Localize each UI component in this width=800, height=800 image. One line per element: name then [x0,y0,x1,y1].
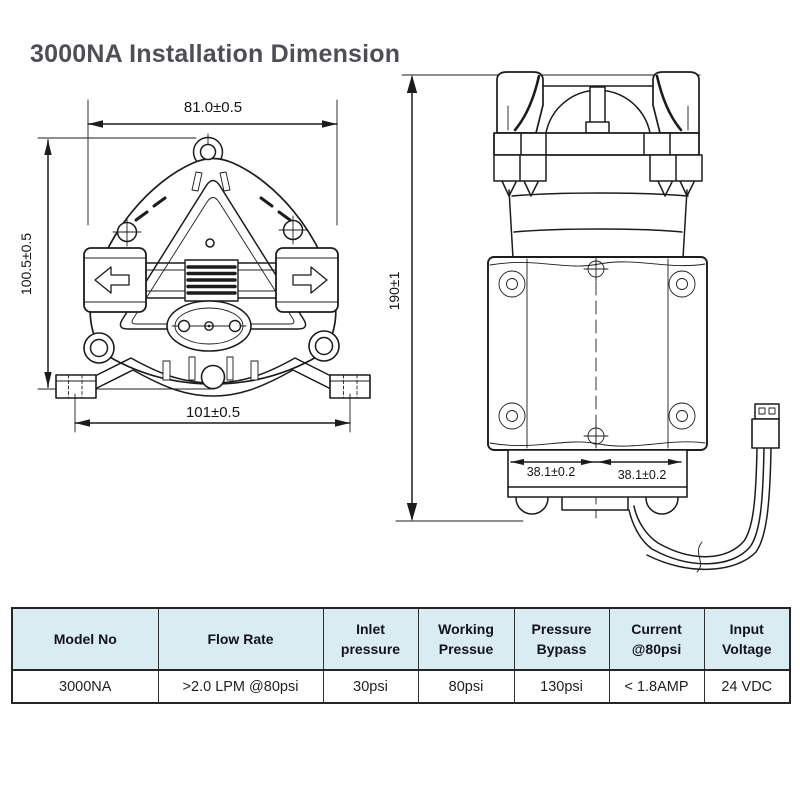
front-dim-bottom-width-label: 101±0.5 [186,404,240,421]
front-port-right [275,247,339,313]
front-side-bolt-right [278,215,308,245]
front-dim-bottom-width: 101±0.5 [74,393,351,433]
spec-table-header-row: Model No Flow Rate Inlet pressure Workin… [11,607,791,671]
side-dim-feet: 38.1±0.2 38.1±0.2 [510,458,682,482]
col-header-flow-rate: Flow Rate [157,607,324,671]
cell-model-no: 3000NA [11,669,159,704]
cell-inlet-pressure: 30psi [322,669,419,704]
cell-working-pressue: 80psi [417,669,515,704]
right-arrow-icon [292,266,328,294]
front-view: 81.0±0.5 100.5±0.5 [18,99,371,433]
front-ribbed-block [184,259,239,302]
front-dim-top-width: 81.0±0.5 [87,99,338,226]
front-oval-plate [166,300,252,352]
side-base [507,449,688,515]
front-dim-top-width-label: 81.0±0.5 [184,99,242,116]
cable-connector [751,403,780,449]
col-header-current: Current @80psi [608,607,705,671]
side-view: 190±1 [386,71,780,573]
side-dim-height-label: 190±1 [386,271,402,310]
front-dim-left-height-label: 100.5±0.5 [18,233,34,295]
front-port-left [83,247,147,313]
front-dim-left-height: 100.5±0.5 [18,137,215,390]
col-header-working-pressue: Working Pressue [417,607,515,671]
col-header-model-no: Model No [11,607,159,671]
installation-dimension-drawing: 81.0±0.5 100.5±0.5 [18,71,780,573]
side-dim-height: 190±1 [386,74,701,522]
front-bottom-bracket [55,356,371,399]
col-header-inlet-pressure: Inlet pressure [322,607,419,671]
cell-input-voltage: 24 VDC [703,669,791,704]
side-dim-foot-left-label: 38.1±0.2 [527,465,576,479]
front-side-bolt-left [112,217,142,247]
side-motor-body [487,256,708,519]
spec-table-data-row: 3000NA >2.0 LPM @80psi 30psi 80psi 130ps… [11,669,791,704]
cell-current: < 1.8AMP [608,669,705,704]
front-top-ear-hole [199,143,217,161]
col-header-input-voltage: Input Voltage [703,607,791,671]
side-dim-foot-right-label: 38.1±0.2 [618,468,667,482]
left-arrow-icon [94,266,130,294]
side-pump-head [493,71,703,259]
cell-pressure-bypass: 130psi [513,669,610,704]
spec-table: Model No Flow Rate Inlet pressure Workin… [11,607,791,704]
cell-flow-rate: >2.0 LPM @80psi [157,669,324,704]
page-title: 3000NA Installation Dimension [30,40,401,68]
power-cable [628,403,780,573]
col-header-pressure-bypass: Pressure Bypass [513,607,610,671]
